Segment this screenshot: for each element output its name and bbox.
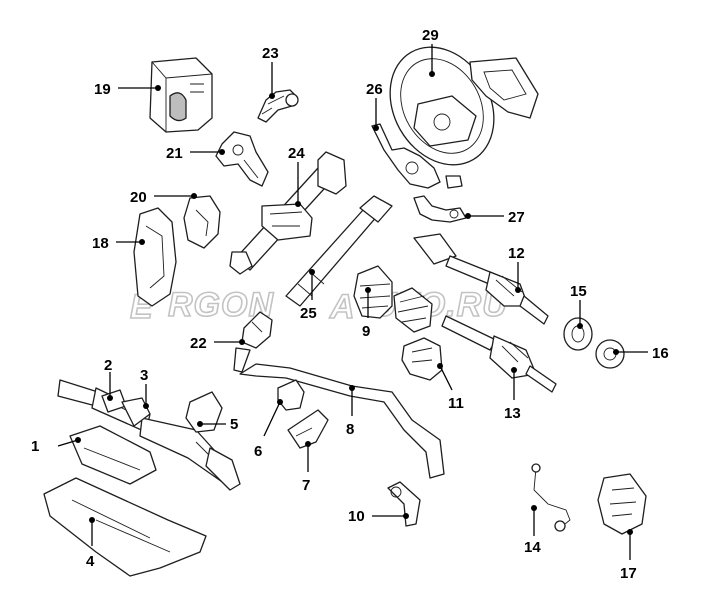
- dot-8: [349, 385, 355, 391]
- dot-16: [613, 349, 619, 355]
- part-17-housing: [597, 473, 647, 535]
- dot-6: [277, 399, 283, 405]
- dot-10: [403, 513, 409, 519]
- dot-21: [219, 149, 225, 155]
- dot-12: [515, 287, 521, 293]
- part-10-link: [387, 481, 421, 527]
- callout-8: 8: [346, 421, 354, 438]
- dot-1: [75, 437, 81, 443]
- callout-22: 22: [190, 335, 207, 352]
- dot-9: [365, 287, 371, 293]
- callout-1: 1: [31, 438, 39, 455]
- callout-19: 19: [94, 81, 111, 98]
- dot-18: [139, 239, 145, 245]
- callout-labels: 1 2 3 4 5 6 7 8 9 10 11 12 13 14 15 16 1…: [31, 27, 669, 582]
- part-26-combination-switch: [371, 123, 463, 189]
- callout-20: 20: [130, 189, 147, 206]
- part-23-ignition-switch: [257, 89, 299, 123]
- callout-25: 25: [300, 305, 317, 322]
- part-29-steering-wheel: [389, 46, 495, 166]
- dot-25: [309, 269, 315, 275]
- dot-13: [511, 367, 517, 373]
- part-8-stabilizer-bar: [239, 363, 445, 479]
- part-13-drive-shaft-lower: [441, 315, 557, 393]
- dot-3: [143, 403, 149, 409]
- part-9-boot: [353, 265, 393, 319]
- part-28-wheel-cover: [469, 57, 539, 119]
- part-3-rack-bracket: [121, 397, 151, 427]
- dot-24: [295, 201, 301, 207]
- callout-4: 4: [86, 553, 95, 570]
- callout-11: 11: [448, 395, 464, 412]
- callout-18: 18: [92, 235, 109, 252]
- callout-24: 24: [288, 145, 305, 162]
- part-20-cover-panel: [183, 195, 221, 249]
- part-4-subframe: [43, 477, 207, 577]
- watermark-letter-a: A: [329, 288, 356, 326]
- dot-19: [155, 85, 161, 91]
- leader-11: [439, 365, 453, 391]
- part-12-drive-shaft-upper: [413, 233, 549, 325]
- dot-17: [627, 529, 633, 535]
- callout-5: 5: [230, 416, 238, 433]
- dot-20: [191, 193, 197, 199]
- callout-3: 3: [140, 367, 148, 384]
- part-18-knee-panel: [133, 207, 177, 307]
- callout-2: 2: [104, 357, 112, 374]
- callout-26: 26: [366, 81, 383, 98]
- part-25-intermediate-shaft: [285, 195, 393, 307]
- callout-10: 10: [348, 508, 365, 525]
- part-15-bushing: [563, 317, 593, 351]
- dot-27: [465, 213, 471, 219]
- callout-9: 9: [362, 323, 370, 340]
- dot-26: [373, 125, 379, 131]
- callout-12: 12: [508, 245, 525, 262]
- dot-7: [305, 441, 311, 447]
- watermark-logo: E RGON A UTO.RU: [129, 285, 508, 327]
- dot-23: [269, 93, 275, 99]
- part-1-heat-shield: [69, 425, 157, 485]
- part-boot-pleated: [393, 287, 433, 333]
- part-6-stabilizer-bushing: [277, 379, 305, 411]
- part-14-sensor-cable: [531, 463, 571, 532]
- part-11-mount: [401, 337, 443, 381]
- callout-17: 17: [620, 565, 637, 582]
- leader-dots: [75, 71, 633, 535]
- watermark-word-uto-ru: UTO.RU: [372, 286, 508, 324]
- part-5-pinion-housing: [185, 391, 223, 433]
- callout-7: 7: [302, 477, 310, 494]
- callout-14: 14: [524, 539, 541, 556]
- dot-14: [531, 505, 537, 511]
- part-16-bushing: [595, 339, 625, 369]
- leader-1: [57, 439, 79, 447]
- dot-4: [89, 517, 95, 523]
- callout-21: 21: [166, 145, 183, 162]
- callout-16: 16: [652, 345, 669, 362]
- part-21-column-bracket: [215, 131, 269, 187]
- part-7-bracket: [287, 409, 329, 449]
- callout-29: 29: [422, 27, 439, 44]
- leader-lines: [57, 44, 648, 560]
- callout-27: 27: [508, 209, 525, 226]
- part-19-column-cover: [149, 57, 213, 133]
- watermark-word-rgon: RGON: [168, 286, 274, 324]
- callout-13: 13: [504, 405, 521, 422]
- dot-5: [197, 421, 203, 427]
- callout-6: 6: [254, 443, 262, 460]
- callout-15: 15: [570, 283, 587, 300]
- dot-2: [107, 395, 113, 401]
- dot-29: [429, 71, 435, 77]
- part-27-connector: [413, 195, 467, 223]
- dot-22: [239, 339, 245, 345]
- dot-15: [577, 323, 583, 329]
- dot-11: [437, 363, 443, 369]
- callout-23: 23: [262, 45, 279, 62]
- leader-6: [263, 401, 281, 437]
